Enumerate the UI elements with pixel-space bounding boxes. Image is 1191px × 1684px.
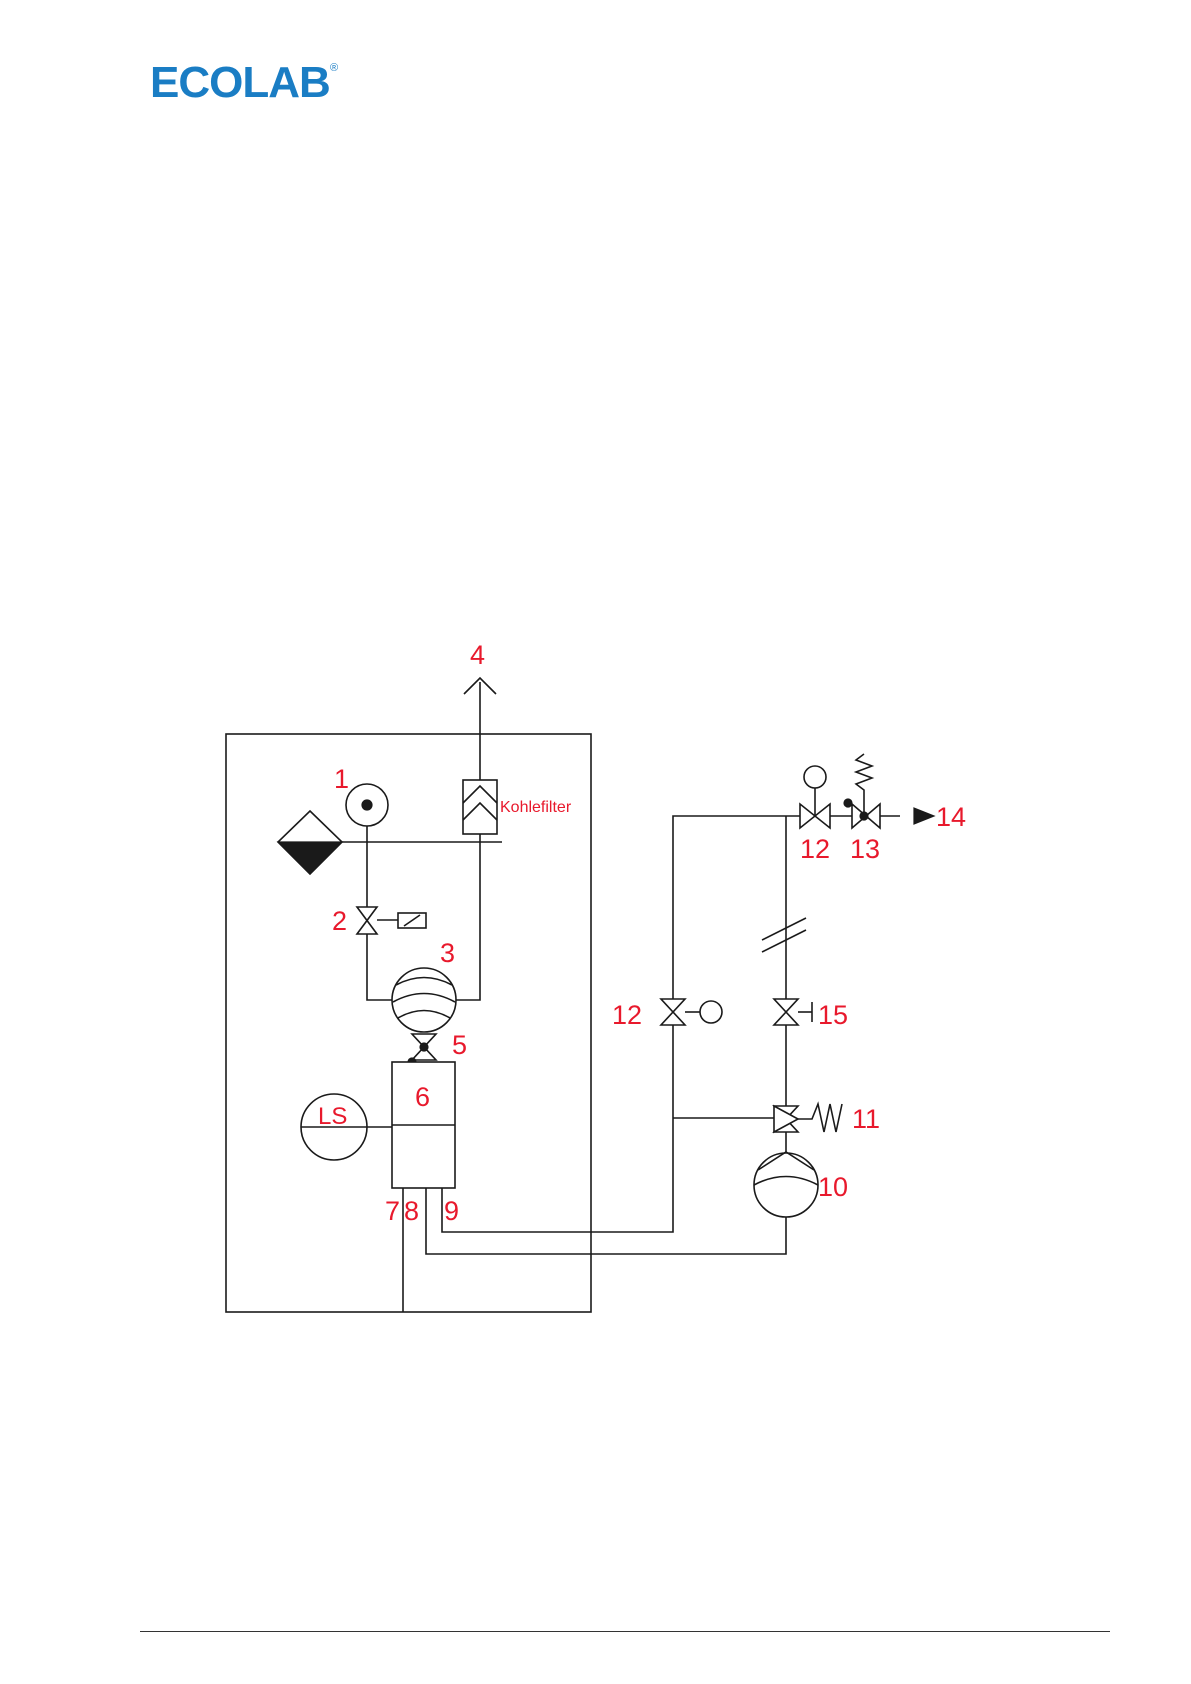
relief-valve-11 xyxy=(774,1104,842,1132)
outlet-line-8 xyxy=(426,1188,786,1254)
filter-to-pump-line xyxy=(456,834,480,1000)
label-6: 6 xyxy=(415,1082,430,1112)
label-1: 1 xyxy=(334,764,349,794)
manual-valve-15 xyxy=(774,999,812,1025)
label-2: 2 xyxy=(332,906,347,936)
label-12-left: 12 xyxy=(612,1000,642,1030)
pressure-indicator-dot xyxy=(362,800,372,810)
label-7: 7 xyxy=(385,1196,400,1226)
pneumatic-valve-12-left xyxy=(661,999,722,1025)
diamond-filter-icon xyxy=(278,811,342,874)
carbon-filter xyxy=(463,780,497,834)
label-11: 11 xyxy=(852,1104,880,1134)
label-9: 9 xyxy=(444,1196,459,1226)
label-10: 10 xyxy=(818,1172,848,1202)
line-break-icon xyxy=(762,918,806,952)
solenoid-valve-2 xyxy=(357,907,426,934)
outlet-arrow-icon xyxy=(914,808,934,824)
check-valve-5 xyxy=(408,1034,436,1066)
pump-10-icon xyxy=(754,1152,818,1217)
label-12-top: 12 xyxy=(800,834,830,864)
label-15: 15 xyxy=(818,1000,848,1030)
label-4: 4 xyxy=(470,640,485,670)
label-ls: LS xyxy=(318,1103,347,1130)
pump-3-icon xyxy=(392,968,456,1032)
label-kohlefilter: Kohlefilter xyxy=(500,799,572,816)
label-13: 13 xyxy=(850,834,880,864)
label-8: 8 xyxy=(404,1196,419,1226)
footer-rule xyxy=(140,1631,1110,1632)
label-5: 5 xyxy=(452,1030,467,1060)
label-14: 14 xyxy=(936,802,966,832)
spring-valve-13 xyxy=(844,754,880,828)
pneumatic-valve-12-top xyxy=(786,766,900,828)
label-3: 3 xyxy=(440,938,455,968)
